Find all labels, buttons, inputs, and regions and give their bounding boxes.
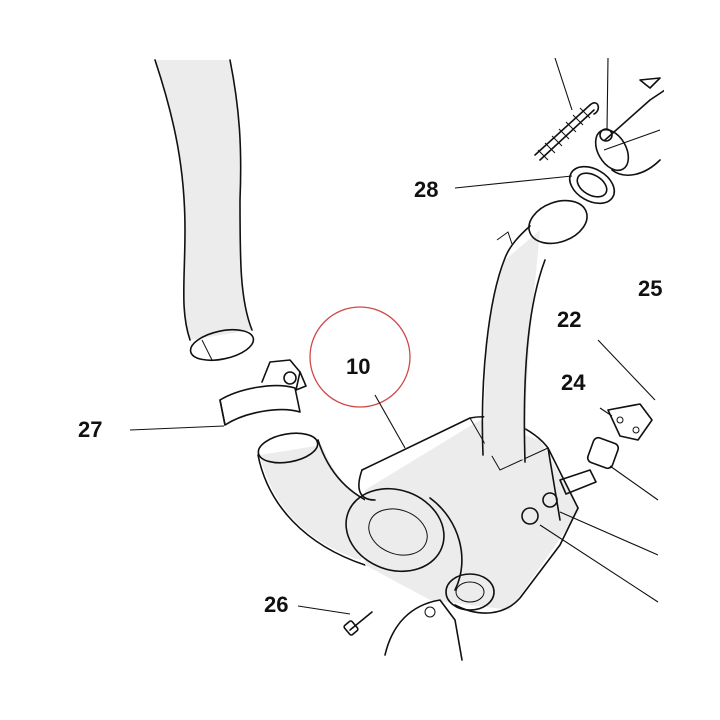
callout-22: 22 bbox=[557, 307, 581, 332]
callout-10: 10 bbox=[346, 354, 370, 379]
highlight-circle bbox=[309, 306, 411, 408]
pipe-clamp bbox=[219, 359, 307, 426]
gasket-ring bbox=[568, 165, 616, 205]
callout-26: 26 bbox=[264, 592, 288, 617]
hardware-bolts bbox=[521, 403, 653, 525]
muffler-body bbox=[345, 416, 580, 614]
manifold-fragment bbox=[594, 77, 666, 176]
callout-25: 25 bbox=[638, 276, 662, 301]
flange-and-bolt bbox=[343, 573, 495, 661]
rear-pipe bbox=[481, 199, 588, 463]
upper-exhaust-pipe bbox=[154, 59, 255, 362]
spring bbox=[534, 102, 600, 161]
callout-28: 28 bbox=[414, 177, 438, 202]
callout-24: 24 bbox=[561, 370, 586, 395]
leader-lines bbox=[129, 57, 661, 615]
right-crop bbox=[664, 0, 720, 720]
callout-27: 27 bbox=[78, 417, 102, 442]
